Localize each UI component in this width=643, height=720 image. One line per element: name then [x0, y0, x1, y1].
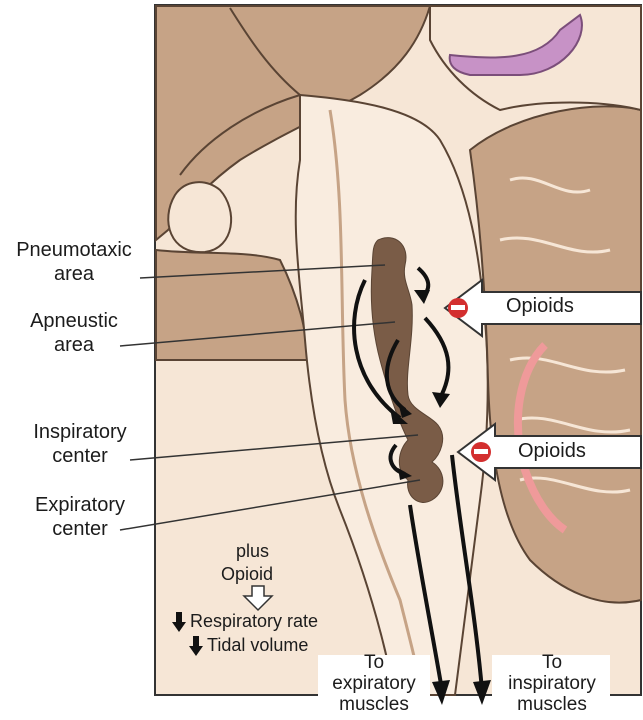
label-apneustic-line2: area [18, 333, 130, 357]
output-expiratory-line3: muscles [318, 694, 430, 715]
output-expiratory-muscles: To expiratory muscles [318, 652, 430, 715]
label-expiratory-line1: Expiratory [18, 493, 142, 517]
inhibit-minus-top [451, 305, 465, 310]
output-inspiratory-line3: muscles [494, 694, 610, 715]
effect-respiratory-rate: Respiratory rate [190, 610, 318, 632]
effect-plus: plus [236, 540, 269, 562]
label-apneustic-line1: Apneustic [18, 309, 130, 333]
effect-opioid: Opioid [221, 563, 273, 585]
label-inspiratory-line1: Inspiratory [18, 420, 142, 444]
label-pneumotaxic-area: Pneumotaxic area [14, 238, 134, 286]
output-inspiratory-line1: To [494, 652, 610, 673]
output-inspiratory-line2: inspiratory [494, 673, 610, 694]
label-inspiratory-center: Inspiratory center [18, 420, 142, 468]
output-inspiratory-muscles: To inspiratory muscles [494, 652, 610, 715]
label-pneumotaxic-line1: Pneumotaxic [14, 238, 134, 262]
label-expiratory-center: Expiratory center [18, 493, 142, 541]
label-inspiratory-line2: center [18, 444, 142, 468]
opioids-label-bottom: Opioids [518, 440, 586, 463]
inhibit-minus-bottom [474, 449, 488, 454]
label-expiratory-line2: center [18, 517, 142, 541]
output-expiratory-line2: expiratory [318, 673, 430, 694]
opioids-label-top: Opioids [506, 295, 574, 318]
label-pneumotaxic-line2: area [14, 262, 134, 286]
effect-tidal-volume: Tidal volume [207, 634, 308, 656]
output-expiratory-line1: To [318, 652, 430, 673]
label-apneustic-area: Apneustic area [18, 309, 130, 357]
pituitary-lobe [168, 182, 231, 252]
